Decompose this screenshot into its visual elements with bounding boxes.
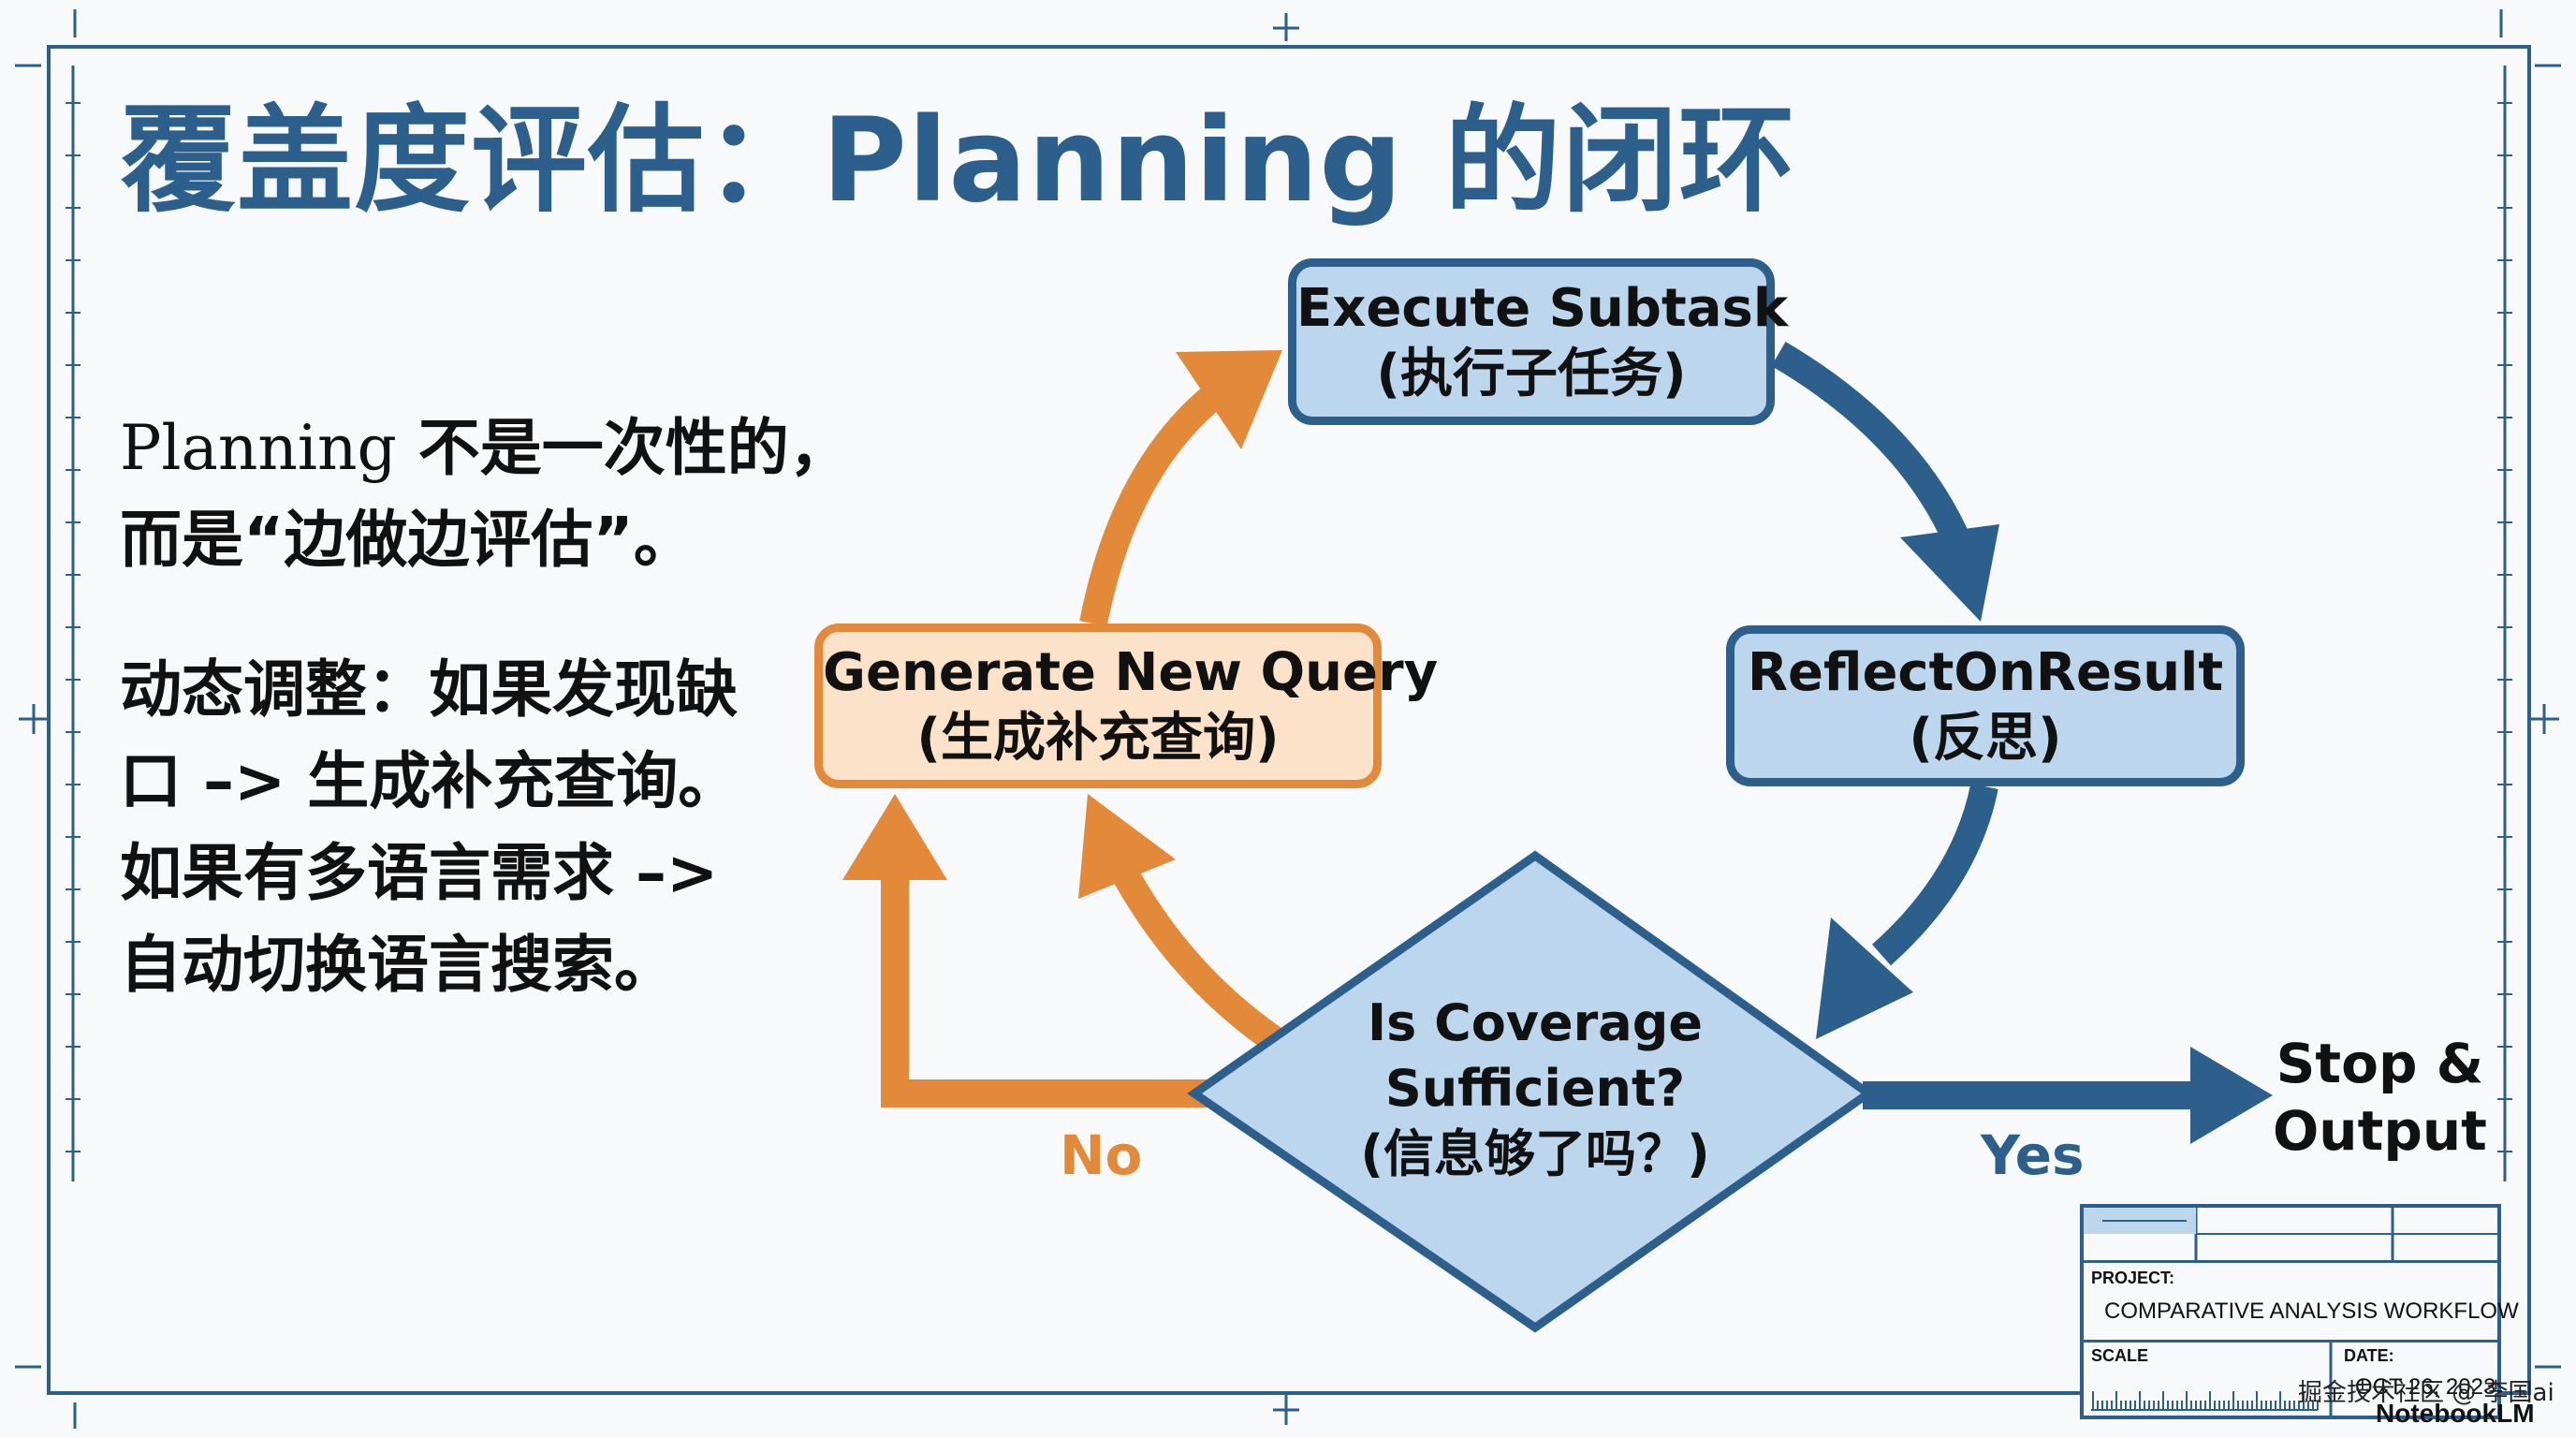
crosshair-marks bbox=[15, 9, 2561, 1429]
node-reflect-on-result: ReflectOnResult (反思) bbox=[1726, 625, 2245, 786]
lead-line-1: Planning 不是一次性的， bbox=[120, 403, 851, 494]
lead-rest: 不是一次性的， bbox=[396, 412, 851, 484]
dynamic-line: 自动切换语言搜索。 bbox=[120, 929, 676, 1001]
date-caption: DATE: bbox=[2344, 1346, 2394, 1365]
decision-line-3: (信息够了吗？) bbox=[1360, 1124, 1710, 1183]
stop-output-label: Stop & Output bbox=[2273, 1030, 2487, 1165]
arrow-execute-to-reflect bbox=[1771, 342, 1971, 550]
title-block: PROJECT: COMPARATIVE ANALYSIS WORKFLOW S… bbox=[2080, 1204, 2519, 1419]
node-generate-en: Generate New Query bbox=[823, 642, 1439, 703]
node-execute-cn: (执行子任务) bbox=[1376, 344, 1687, 404]
label-yes: Yes bbox=[1981, 1123, 2085, 1187]
lead-latin: Planning bbox=[120, 412, 397, 484]
stop-line-1: Stop & bbox=[2276, 1032, 2484, 1095]
arrowhead-no bbox=[842, 794, 947, 880]
arrowhead-decision bbox=[1816, 917, 1913, 1039]
page-title: 覆盖度评估：Planning 的闭环 bbox=[120, 94, 1796, 228]
frame-ticks-right bbox=[2497, 102, 2512, 1152]
scale-ruler bbox=[2091, 1343, 2333, 1419]
arrow-generate-to-execute bbox=[1079, 382, 1226, 626]
notebooklm-logo: NotebookLM bbox=[2376, 1399, 2535, 1428]
arrowhead-execute bbox=[1176, 350, 1282, 449]
dynamic-line: 口 –> 生成补充查询。 bbox=[120, 745, 740, 817]
decision-line-1: Is Coverage bbox=[1368, 993, 1703, 1052]
node-execute-subtask: Execute Subtask (执行子任务) bbox=[1288, 258, 1789, 425]
arrow-decision-to-generate-curve bbox=[1110, 863, 1281, 1051]
label-no: No bbox=[1060, 1123, 1143, 1187]
decision-diamond bbox=[1187, 850, 1876, 1333]
arrowhead-reflect bbox=[1900, 524, 1999, 622]
lead-text: Planning 不是一次性的， 而是“边做边评估”。 bbox=[120, 403, 851, 586]
title-block-header-grid bbox=[2084, 1208, 2497, 1260]
dynamic-line: 动态调整：如果发现缺 bbox=[120, 653, 738, 726]
title-block-scale-row: SCALE DATE: OCT 26, 2023 bbox=[2084, 1343, 2497, 1419]
stop-line-2: Output bbox=[2273, 1099, 2487, 1163]
arrowhead-yes bbox=[2190, 1047, 2273, 1144]
arrowhead-generate-curve bbox=[1078, 794, 1176, 899]
watermark-text: 掘金技术社区 @ 李国ai bbox=[2298, 1379, 2554, 1407]
project-name: COMPARATIVE ANALYSIS WORKFLOW bbox=[2104, 1299, 2519, 1324]
arrow-no-path bbox=[881, 861, 1208, 1108]
decision-line-2: Sufficient? bbox=[1384, 1059, 1686, 1118]
project-caption: PROJECT: bbox=[2091, 1269, 2175, 1287]
date-value: OCT 26, 2023 bbox=[2355, 1374, 2496, 1400]
dynamic-line: 如果有多语言需求 –> bbox=[120, 837, 719, 909]
title-block-project-row: PROJECT: COMPARATIVE ANALYSIS WORKFLOW bbox=[2084, 1263, 2519, 1343]
node-generate-new-query: Generate New Query (生成补充查询) bbox=[814, 624, 1439, 788]
node-execute-en: Execute Subtask bbox=[1296, 278, 1789, 339]
frame-ticks-left bbox=[66, 102, 80, 1152]
node-reflect-en: ReflectOnResult bbox=[1747, 642, 2224, 703]
arrow-reflect-to-decision bbox=[1872, 783, 1998, 966]
scale-caption: SCALE bbox=[2091, 1346, 2149, 1365]
lead-line-2: 而是“边做边评估”。 bbox=[120, 504, 695, 576]
dynamic-adjust-text: 动态调整：如果发现缺 口 –> 生成补充查询。 如果有多语言需求 –> 自动切换… bbox=[120, 644, 739, 1011]
decision-label: Is Coverage Sufficient? (信息够了吗？) bbox=[1339, 990, 1732, 1187]
title-block-header-row bbox=[2084, 1208, 2497, 1263]
node-generate-cn: (生成补充查询) bbox=[916, 708, 1280, 769]
node-reflect-cn: (反思) bbox=[1909, 708, 2062, 769]
